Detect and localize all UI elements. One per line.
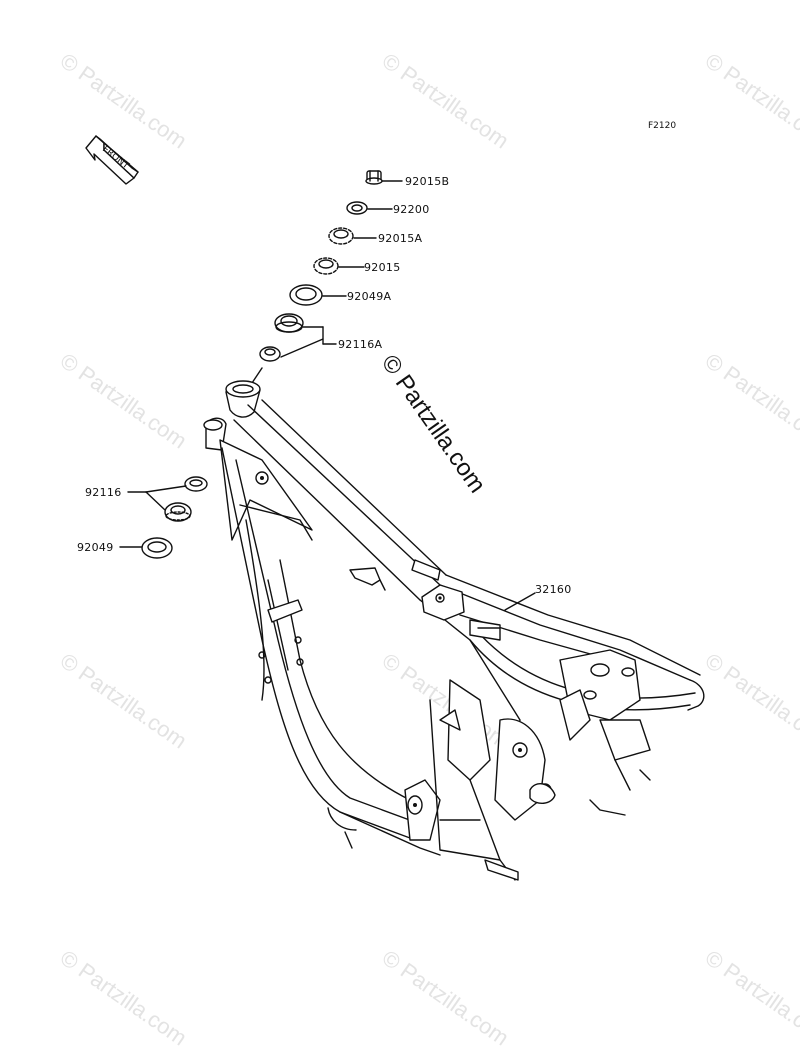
diagram-code: F2120	[648, 121, 677, 131]
part-label-92015b[interactable]: 92015B	[405, 175, 450, 188]
frame-32160-icon	[219, 399, 705, 881]
part-label-92049a[interactable]: 92049A	[347, 290, 392, 303]
locknut-92015a-icon	[328, 227, 354, 245]
race-92116-icon	[184, 476, 208, 492]
part-label-92015[interactable]: 92015	[364, 261, 401, 274]
part-label-92049[interactable]: 92049	[77, 541, 114, 554]
part-label-32160[interactable]: 32160	[535, 583, 572, 596]
locknut-92015-icon	[313, 257, 339, 275]
race-92116a-lower-icon	[259, 346, 281, 362]
part-label-92116a[interactable]: 92116A	[338, 338, 383, 351]
bearing-92116a-upper-icon	[274, 313, 304, 333]
part-label-92200[interactable]: 92200	[393, 203, 430, 216]
nut-92015b-icon	[365, 170, 383, 185]
steering-head-icon	[203, 380, 261, 451]
front-arrow-icon	[85, 135, 139, 185]
seal-92049-icon	[141, 537, 173, 559]
seal-92049a-icon	[289, 284, 323, 306]
part-label-92116[interactable]: 92116	[85, 486, 122, 499]
washer-92200-icon	[346, 201, 368, 215]
bearing-92116-icon	[164, 502, 192, 522]
part-label-92015a[interactable]: 92015A	[378, 232, 423, 245]
